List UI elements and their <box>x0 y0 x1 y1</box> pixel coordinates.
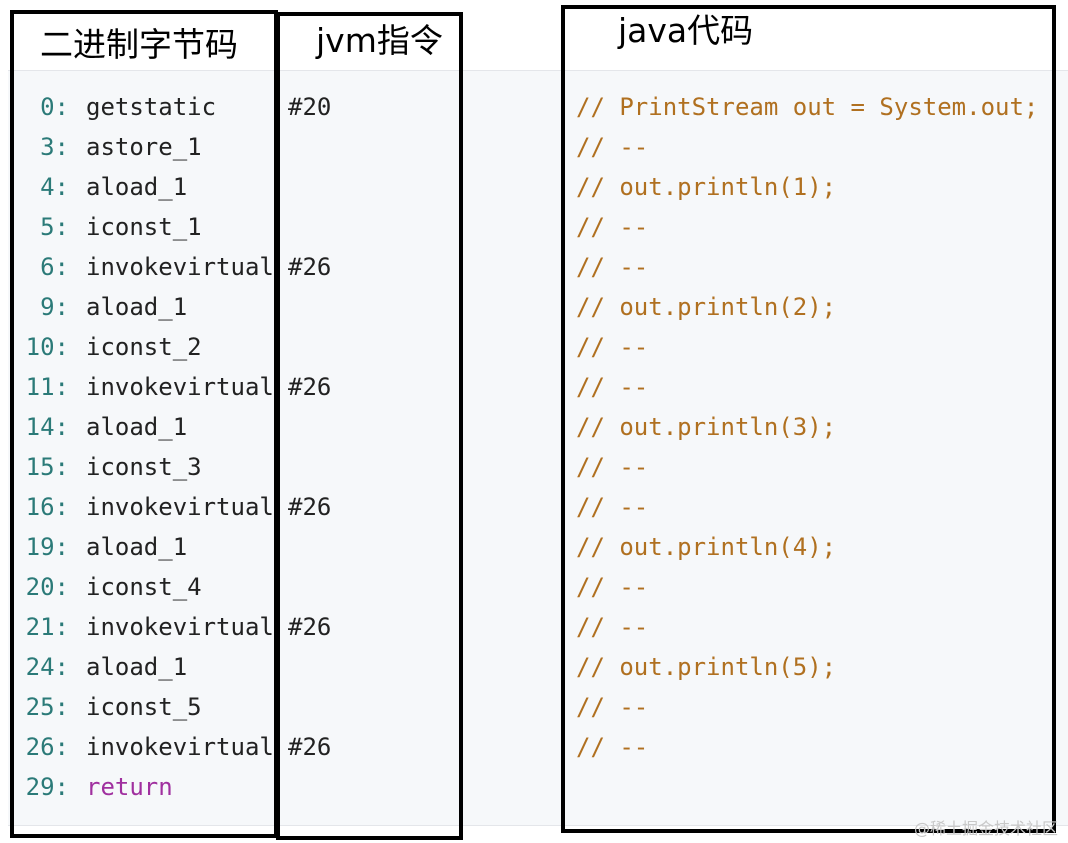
instruction-text: aload_1 <box>86 413 188 441</box>
constant-pool-ref: #26 <box>288 493 332 521</box>
offset-label: 4: <box>40 173 69 201</box>
java-comment: // -- <box>576 573 649 601</box>
java-comment: // out.println(5); <box>576 653 837 681</box>
offset-label: 9: <box>40 293 69 321</box>
bytecode-heading: 二进制字节码 <box>40 25 238 64</box>
instruction-text: invokevirtual <box>86 373 274 401</box>
constant-pool-ref: #26 <box>288 373 332 401</box>
offset-label: 21: <box>25 613 69 641</box>
offset-label: 11: <box>25 373 69 401</box>
java-comment: // -- <box>576 253 649 281</box>
instruction-text: invokevirtual <box>86 613 274 641</box>
java-comment: // out.println(2); <box>576 293 837 321</box>
instruction-text: aload_1 <box>86 653 188 681</box>
instruction-text: invokevirtual <box>86 493 274 521</box>
instruction-text: getstatic <box>86 93 217 121</box>
offset-label: 29: <box>25 773 69 801</box>
java-comment: // -- <box>576 213 649 241</box>
java-column-frame <box>561 5 1056 833</box>
constant-pool-ref: #26 <box>288 253 332 281</box>
offset-label: 14: <box>25 413 69 441</box>
instruction-text: astore_1 <box>86 133 202 161</box>
offset-label: 10: <box>25 333 69 361</box>
offset-label: 19: <box>25 533 69 561</box>
java-comment: // -- <box>576 333 649 361</box>
offset-label: 5: <box>40 213 69 241</box>
java-comment: // out.println(3); <box>576 413 837 441</box>
java-comment: // -- <box>576 133 649 161</box>
instruction-text: iconst_2 <box>86 333 202 361</box>
instruction-text: return <box>86 773 173 801</box>
java-comment: // PrintStream out = System.out; <box>576 93 1039 121</box>
offset-label: 6: <box>40 253 69 281</box>
instruction-text: aload_1 <box>86 293 188 321</box>
instruction-text: iconst_1 <box>86 213 202 241</box>
code-panel <box>8 70 1068 826</box>
offset-label: 25: <box>25 693 69 721</box>
java-heading: java代码 <box>618 11 754 50</box>
offset-label: 15: <box>25 453 69 481</box>
instruction-text: iconst_3 <box>86 453 202 481</box>
java-comment: // out.println(4); <box>576 533 837 561</box>
offset-label: 24: <box>25 653 69 681</box>
instruction-text: invokevirtual <box>86 253 274 281</box>
offset-label: 26: <box>25 733 69 761</box>
jvm-column-frame <box>276 12 463 840</box>
java-comment: // -- <box>576 453 649 481</box>
constant-pool-ref: #20 <box>288 93 332 121</box>
java-comment: // out.println(1); <box>576 173 837 201</box>
offset-label: 3: <box>40 133 69 161</box>
java-comment: // -- <box>576 693 649 721</box>
constant-pool-ref: #26 <box>288 733 332 761</box>
instruction-text: aload_1 <box>86 533 188 561</box>
constant-pool-ref: #26 <box>288 613 332 641</box>
watermark: @稀土掘金技术社区 <box>913 819 1058 838</box>
jvm-heading: jvm指令 <box>316 21 443 60</box>
offset-label: 0: <box>40 93 69 121</box>
java-comment: // -- <box>576 373 649 401</box>
java-comment: // -- <box>576 613 649 641</box>
instruction-text: aload_1 <box>86 173 188 201</box>
offset-label: 16: <box>25 493 69 521</box>
instruction-text: iconst_4 <box>86 573 202 601</box>
offset-label: 20: <box>25 573 69 601</box>
instruction-text: iconst_5 <box>86 693 202 721</box>
java-comment: // -- <box>576 733 649 761</box>
instruction-text: invokevirtual <box>86 733 274 761</box>
java-comment: // -- <box>576 493 649 521</box>
